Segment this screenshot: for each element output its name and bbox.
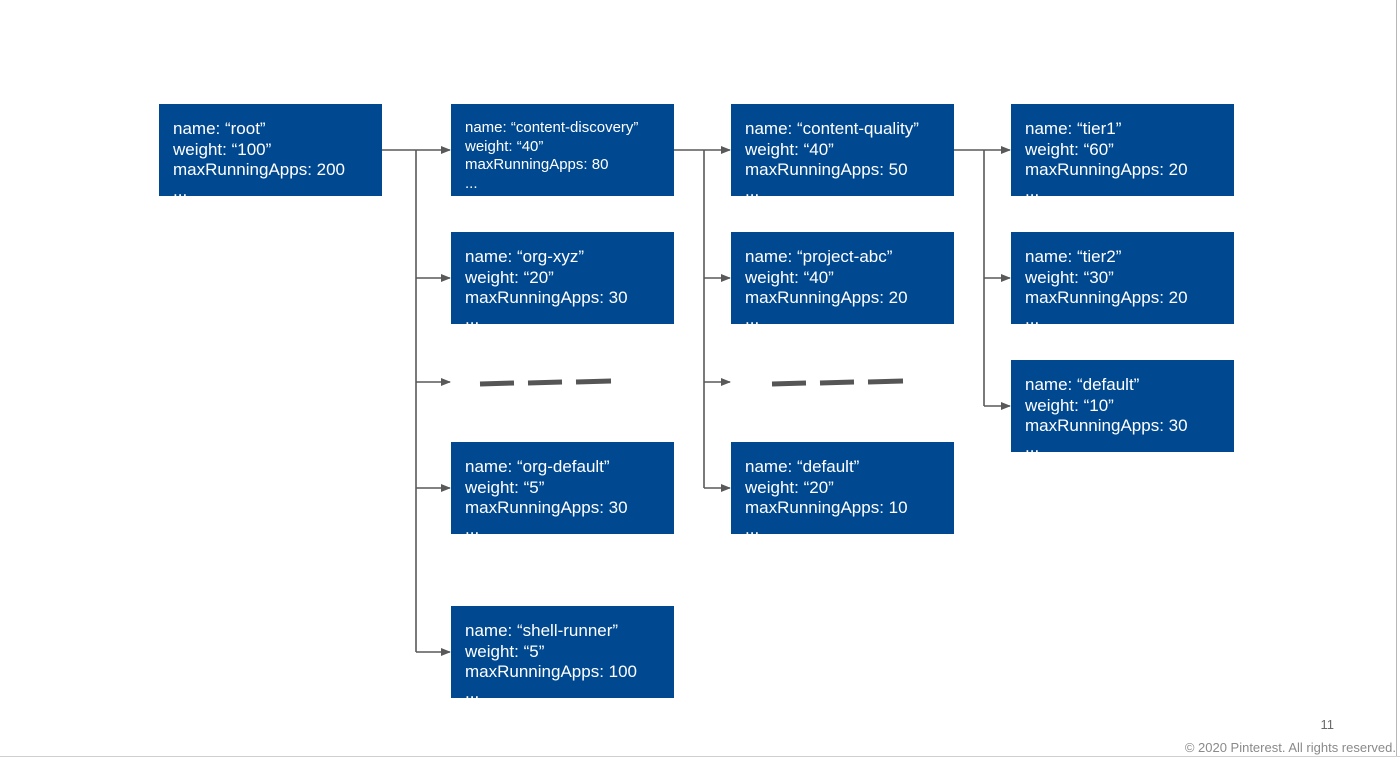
elided-children-dash-2 (819, 379, 855, 386)
node-max-running-apps: maxRunningApps: 200 (173, 160, 346, 179)
node-name: name: “root” (173, 119, 266, 138)
node-weight: weight: “20” (465, 267, 554, 287)
node-weight: weight: “30” (1025, 267, 1114, 287)
node-weight: weight: “100” (173, 139, 272, 159)
node-ellipsis: ... (465, 174, 478, 192)
node-ellipsis: ... (745, 308, 760, 325)
node-tier2: name: “tier2” weight: “30” maxRunningApp… (1011, 232, 1234, 324)
node-name: name: “org-xyz” (465, 247, 585, 266)
node-weight: weight: “5” (465, 641, 545, 661)
slide-border-right (1396, 0, 1397, 757)
node-max-running-apps: maxRunningApps: 80 (465, 156, 609, 173)
node-ellipsis: ... (745, 518, 760, 535)
node-ellipsis: ... (1025, 308, 1040, 325)
node-content-quality: name: “content-quality” weight: “40” max… (731, 104, 954, 196)
node-max-running-apps: maxRunningApps: 30 (465, 288, 628, 307)
node-max-running-apps: maxRunningApps: 20 (1025, 160, 1188, 179)
node-root: name: “root” weight: “100” maxRunningApp… (159, 104, 382, 196)
node-weight: weight: “40” (465, 137, 544, 155)
node-max-running-apps: maxRunningApps: 30 (465, 498, 628, 517)
node-name: name: “org-default” (465, 457, 610, 476)
elided-siblings-dash-2 (527, 379, 563, 386)
node-max-running-apps: maxRunningApps: 50 (745, 160, 908, 179)
node-max-running-apps: maxRunningApps: 20 (745, 288, 908, 307)
node-name: name: “default” (1025, 375, 1140, 394)
node-org-default: name: “org-default” weight: “5” maxRunni… (451, 442, 674, 534)
node-name: name: “content-quality” (745, 119, 919, 138)
node-tier1: name: “tier1” weight: “60” maxRunningApp… (1011, 104, 1234, 196)
node-name: name: “tier2” (1025, 247, 1122, 266)
node-ellipsis: ... (465, 518, 480, 535)
node-org-xyz: name: “org-xyz” weight: “20” maxRunningA… (451, 232, 674, 324)
node-content-discovery-default: name: “default” weight: “20” maxRunningA… (731, 442, 954, 534)
node-shell-runner: name: “shell-runner” weight: “5” maxRunn… (451, 606, 674, 698)
page-number: 11 (1320, 717, 1335, 732)
node-content-discovery: name: “content-discovery” weight: “40” m… (451, 104, 674, 196)
node-ellipsis: ... (173, 180, 188, 197)
elided-children-dash-1 (771, 380, 807, 387)
node-ellipsis: ... (1025, 180, 1040, 197)
elided-siblings-dash-3 (575, 378, 612, 385)
elided-children-dash-3 (867, 378, 904, 385)
node-ellipsis: ... (1025, 436, 1040, 453)
node-name: name: “tier1” (1025, 119, 1122, 138)
node-weight: weight: “40” (745, 267, 834, 287)
node-weight: weight: “60” (1025, 139, 1114, 159)
node-ellipsis: ... (465, 682, 480, 699)
node-content-quality-default: name: “default” weight: “10” maxRunningA… (1011, 360, 1234, 452)
node-weight: weight: “20” (745, 477, 834, 497)
node-weight: weight: “10” (1025, 395, 1114, 415)
node-max-running-apps: maxRunningApps: 20 (1025, 288, 1188, 307)
node-max-running-apps: maxRunningApps: 10 (745, 498, 908, 517)
node-ellipsis: ... (465, 308, 480, 325)
slide-border-bottom (0, 756, 1400, 757)
node-weight: weight: “5” (465, 477, 545, 497)
elided-siblings-dash-1 (479, 380, 515, 387)
node-name: name: “default” (745, 457, 860, 476)
node-name: name: “content-discovery” (465, 119, 639, 136)
node-max-running-apps: maxRunningApps: 100 (465, 662, 638, 681)
copyright-notice: © 2020 Pinterest. All rights reserved. (1184, 740, 1396, 755)
node-weight: weight: “40” (745, 139, 834, 159)
node-ellipsis: ... (745, 180, 760, 197)
node-name: name: “shell-runner” (465, 621, 619, 640)
node-project-abc: name: “project-abc” weight: “40” maxRunn… (731, 232, 954, 324)
node-max-running-apps: maxRunningApps: 30 (1025, 416, 1188, 435)
node-name: name: “project-abc” (745, 247, 893, 266)
